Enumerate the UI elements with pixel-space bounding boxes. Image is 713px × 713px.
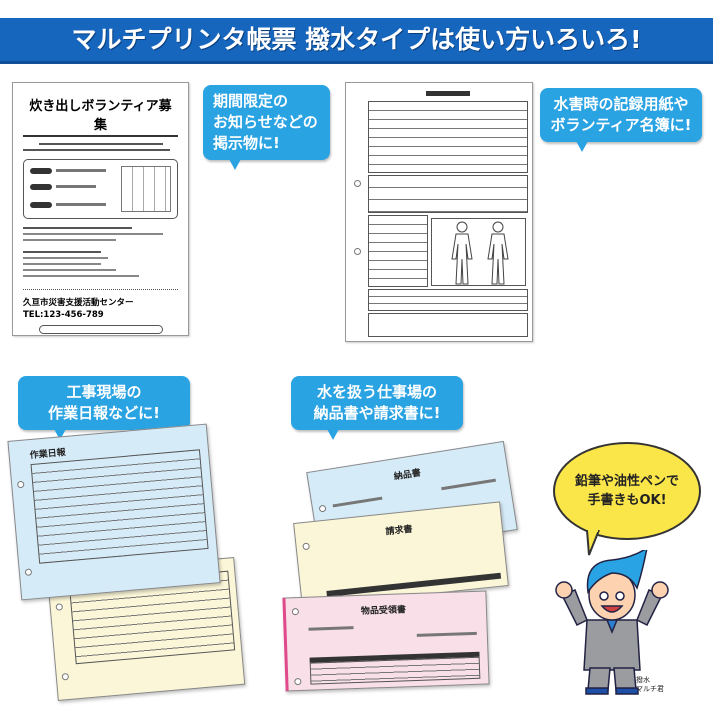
- flyer-title: 炊き出しボランティア募集: [23, 95, 178, 137]
- receipt-form: 物品受領書: [282, 590, 490, 692]
- bubble-invoice: 水を扱う仕事場の 納品書や請求書に!: [291, 376, 463, 440]
- record-form: [345, 82, 533, 342]
- bubble-pencil-text: 鉛筆や油性ペンで 手書きもOK!: [574, 474, 679, 508]
- invoice-title: 請求書: [385, 524, 414, 538]
- flyer-org: 久亘市災害支援活動センター: [23, 298, 134, 308]
- daily-report-blue: 作業日報: [7, 423, 221, 601]
- volunteer-flyer: 炊き出しボランティア募集 久亘市災害支援活動センター TEL:123-456-7…: [12, 82, 189, 336]
- delivery-title: 納品書: [393, 468, 422, 483]
- bubble-pencil: 鉛筆や油性ペンで 手書きもOK!: [553, 442, 701, 540]
- receipt-title: 物品受領書: [360, 605, 407, 617]
- mascot-character-icon: [555, 550, 669, 695]
- daily-report-title: 作業日報: [29, 448, 67, 462]
- bubble-construction: 工事現場の 作業日報などに!: [18, 376, 190, 440]
- body-diagram-icon: [451, 221, 509, 285]
- banner-title: マルチプリンタ帳票 撥水タイプは使い方いろいろ!: [0, 18, 713, 64]
- flyer-tel: TEL:123-456-789: [23, 310, 104, 320]
- bubble-records: 水害時の記録用紙や ボランティア名簿に!: [540, 88, 702, 152]
- bubble-notice: 期間限定の お知らせなどの 掲示物に!: [203, 85, 330, 170]
- mascot-name: 撥水 マルチ君: [636, 676, 664, 693]
